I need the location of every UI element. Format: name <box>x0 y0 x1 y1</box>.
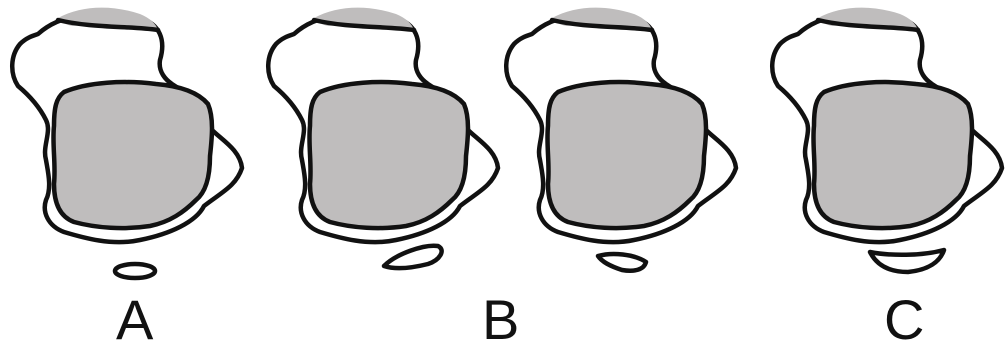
panel-b-left <box>268 8 498 269</box>
panel-label-c: C <box>884 292 924 348</box>
panel-b-left-inner-core <box>309 82 468 228</box>
panel-a-small-ellipse <box>115 264 155 278</box>
panel-b-left-sesamoid <box>384 246 442 268</box>
panel-c-inner-core <box>813 82 972 228</box>
panel-label-b: B <box>482 292 519 348</box>
panel-c-sesamoid <box>870 250 944 272</box>
panel-b-right <box>506 8 736 271</box>
panel-b-right-inner-core <box>547 82 706 228</box>
panel-b-right-sesamoid <box>598 254 646 271</box>
panel-a-inner-core <box>53 82 212 228</box>
panel-c <box>772 8 1002 272</box>
panel-a <box>12 8 242 278</box>
panel-label-a: A <box>116 292 153 348</box>
